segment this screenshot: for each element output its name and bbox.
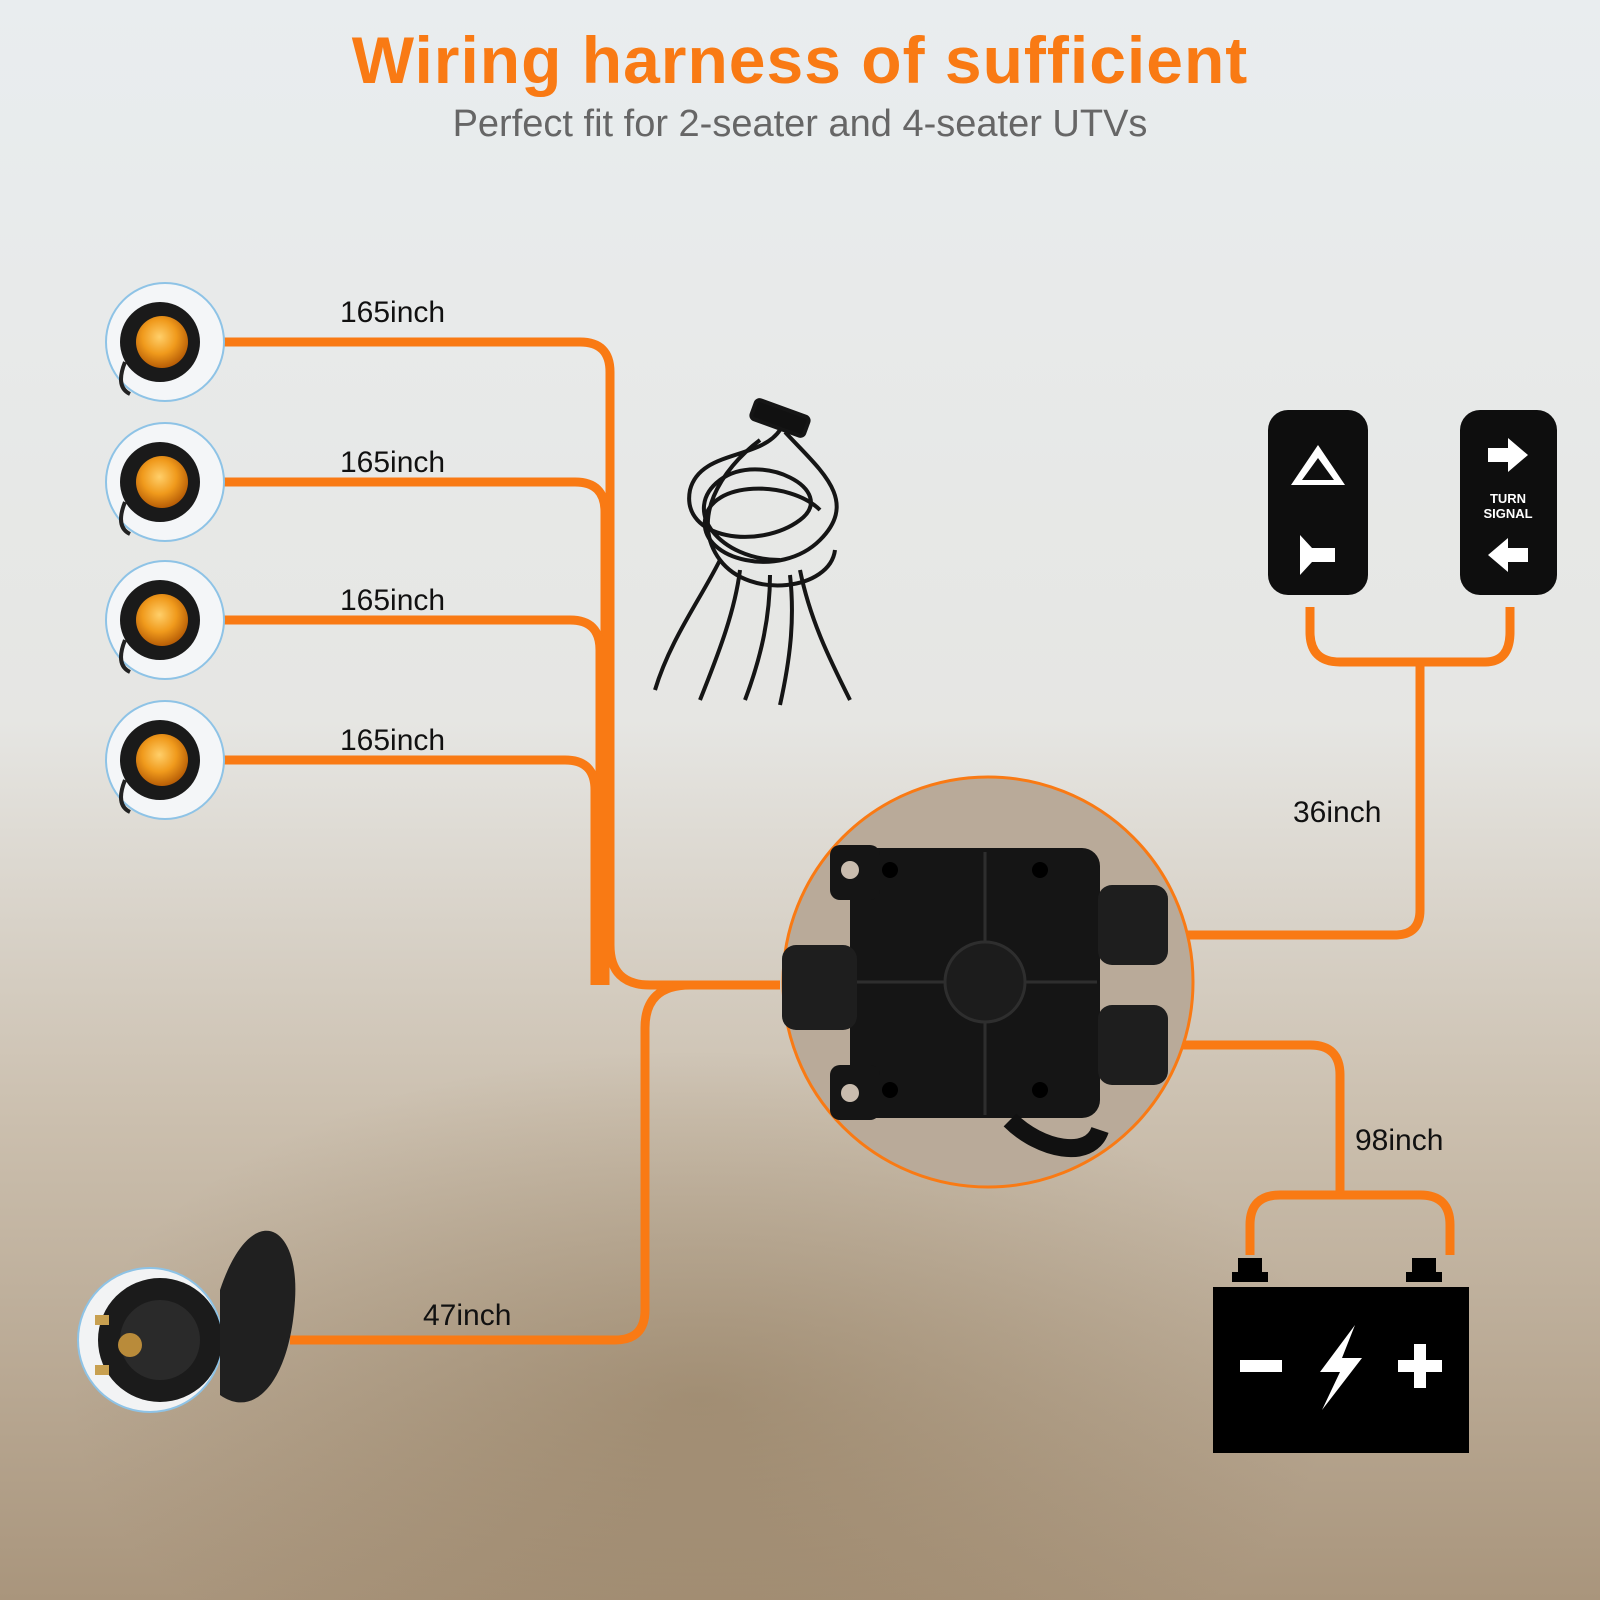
length-label-light-3: 165inch xyxy=(340,584,445,617)
horn-icon xyxy=(77,1230,296,1413)
battery-icon xyxy=(1213,1258,1469,1453)
horn-symbol-icon xyxy=(1300,535,1335,575)
turn-signal-label-line1: TURN xyxy=(1490,491,1526,506)
arrow-right-icon xyxy=(1488,438,1528,472)
minus-sign-icon xyxy=(1240,1360,1282,1372)
wiring-harness-coil-icon xyxy=(653,398,852,706)
marker-light-3 xyxy=(105,560,225,680)
wire-light-3 xyxy=(222,615,605,985)
page-subtitle: Perfect fit for 2-seater and 4-seater UT… xyxy=(452,103,1148,145)
arrow-left-icon xyxy=(1488,538,1528,572)
hazard-triangle-icon xyxy=(1291,445,1345,485)
length-label-light-4: 165inch xyxy=(340,724,445,757)
wire-light-1 xyxy=(222,337,780,990)
turn-signal-label-line2: SIGNAL xyxy=(1483,506,1532,521)
turn-signal-switch: TURN SIGNAL xyxy=(1460,410,1557,595)
hazard-horn-switch xyxy=(1268,410,1368,595)
marker-light-2 xyxy=(105,422,225,542)
length-label-battery: 98inch xyxy=(1355,1124,1443,1157)
wires xyxy=(222,337,1515,1345)
length-label-light-1: 165inch xyxy=(340,296,445,329)
lightning-bolt-icon xyxy=(1320,1325,1362,1410)
length-label-switches: 36inch xyxy=(1293,796,1381,829)
plus-sign-icon xyxy=(1398,1344,1442,1388)
wire-switches xyxy=(1170,607,1515,940)
marker-light-1 xyxy=(105,282,225,402)
length-label-horn: 47inch xyxy=(423,1299,511,1332)
junction-box xyxy=(781,775,1195,1189)
wire-battery xyxy=(1170,1040,1455,1255)
wire-horn xyxy=(290,980,691,1345)
marker-light-4 xyxy=(105,700,225,820)
wire-light-4 xyxy=(222,755,600,985)
length-label-light-2: 165inch xyxy=(340,446,445,479)
page-title: Wiring harness of sufficient xyxy=(351,23,1249,97)
wire-light-2 xyxy=(222,477,610,985)
